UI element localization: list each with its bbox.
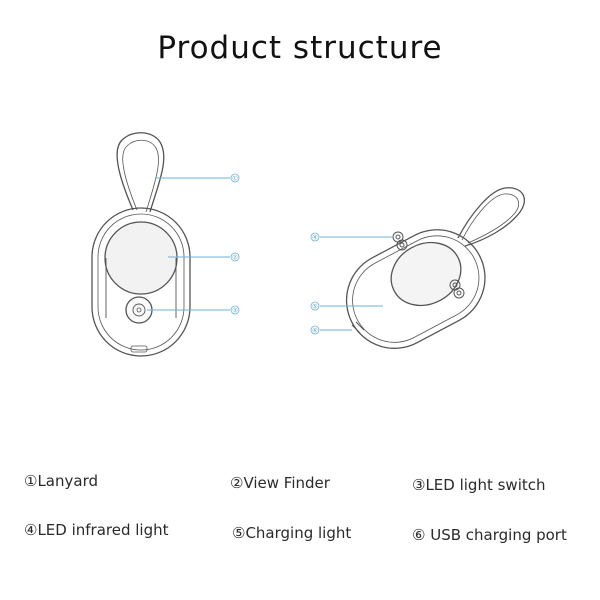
callout-5: ⑤ (312, 303, 318, 311)
callout-3: ③ (232, 307, 238, 315)
front-leader-lines (147, 177, 230, 311)
front-callout-markers (230, 173, 240, 315)
lanyard-loop-angled (457, 187, 525, 247)
legend-charging-light: ⑤Charging light (232, 524, 352, 542)
angled-callout-markers (310, 232, 320, 335)
usb-port (351, 321, 365, 334)
legend-lanyard: ①Lanyard (24, 472, 98, 490)
callout-6: ⑥ (312, 327, 318, 335)
device-angled-view (345, 187, 525, 349)
legend-usb-port: ⑥ USB charging port (412, 526, 567, 544)
device-body-outer (91, 207, 191, 357)
legend-view-finder: ②View Finder (230, 474, 330, 492)
legend-led-switch: ③LED light switch (412, 476, 546, 494)
callout-1: ① (232, 175, 238, 183)
device-body-angled (345, 229, 486, 349)
ir-led-top (392, 231, 408, 251)
callout-4: ④ (312, 234, 318, 242)
legend-led-infrared: ④LED infrared light (24, 521, 169, 539)
viewfinder-lens (104, 221, 178, 295)
lanyard-loop (116, 132, 165, 213)
callout-2: ② (232, 254, 238, 262)
ir-led-right (449, 279, 465, 299)
angled-leader-lines (320, 236, 393, 331)
device-front-view (91, 132, 191, 357)
page-title: Product structure (157, 30, 443, 66)
viewfinder-lens-angled (390, 241, 462, 307)
